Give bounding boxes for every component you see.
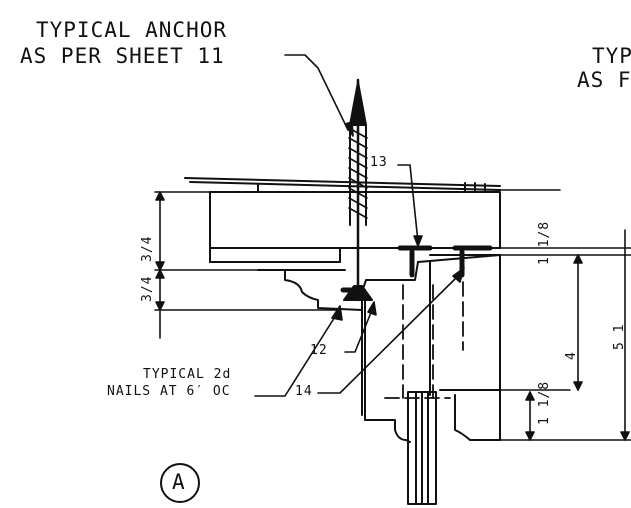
detail-marker-circle bbox=[160, 463, 200, 503]
frame-section bbox=[361, 254, 501, 443]
dim-right-top: 1 1/8 bbox=[537, 220, 552, 265]
leaders bbox=[254, 54, 465, 397]
dim-right-mid: 4 bbox=[564, 351, 579, 360]
anchor-screw bbox=[343, 78, 373, 302]
dim-right-bottom: 1 1/8 bbox=[537, 380, 552, 425]
dim-top-left: 3/4 bbox=[140, 235, 155, 262]
top-sill bbox=[184, 177, 501, 193]
nails-note-line1: TYPICAL 2d bbox=[143, 367, 232, 382]
dim-lower-left: 3/4 bbox=[140, 275, 155, 302]
left-dimensions bbox=[154, 191, 341, 339]
callout-13: 13 bbox=[370, 155, 388, 170]
moulding bbox=[257, 261, 419, 311]
head-block bbox=[209, 191, 501, 263]
glass-stop bbox=[407, 391, 437, 505]
anchor-note-line2: AS PER SHEET 11 bbox=[20, 44, 225, 68]
dim-right-full: 5 1 bbox=[612, 323, 627, 350]
right-note-line1: TYP bbox=[592, 44, 631, 68]
callout-12: 12 bbox=[310, 343, 328, 358]
nails-note-line2: NAILS AT 6′ OC bbox=[107, 384, 231, 399]
callout-14: 14 bbox=[295, 384, 313, 399]
right-note-line2: AS F bbox=[577, 68, 631, 92]
detail-marker-letter: A bbox=[172, 470, 185, 494]
anchor-note-line1: TYPICAL ANCHOR bbox=[36, 18, 228, 42]
right-dimensions bbox=[499, 189, 631, 441]
nails bbox=[340, 245, 493, 293]
